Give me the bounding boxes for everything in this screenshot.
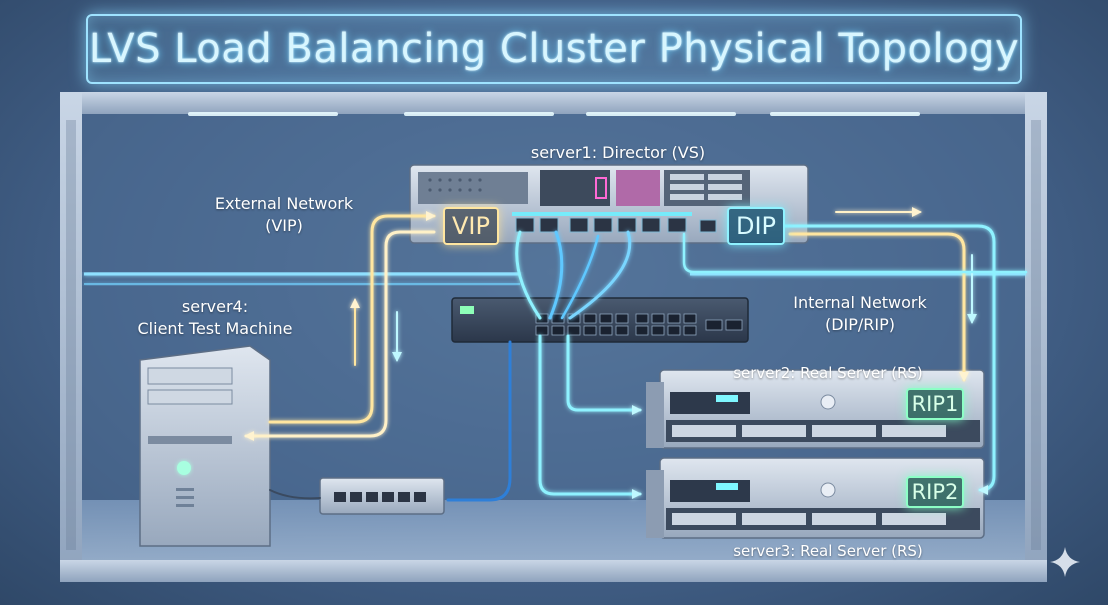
director-server — [409, 164, 809, 244]
external-network-label: External Network (VIP) — [196, 193, 372, 237]
internal-network-subtitle: (DIP/RIP) — [824, 315, 896, 334]
vip-badge: VIP — [443, 207, 499, 245]
external-network-title: External Network — [214, 194, 354, 213]
core-switch — [451, 297, 749, 343]
external-links — [244, 207, 969, 441]
diagram-title: LVS Load Balancing Cluster Physical Topo… — [88, 26, 1020, 72]
real-server-2-label: server2: Real Server (RS) — [733, 364, 923, 382]
internal-links — [515, 224, 1028, 499]
dip-badge: DIP — [727, 207, 785, 245]
lan-cables — [269, 340, 512, 502]
client-label: server4: Client Test Machine — [110, 296, 320, 340]
real-server-3 — [646, 457, 985, 539]
access-switch — [319, 477, 445, 515]
external-network-subtitle: (VIP) — [265, 216, 303, 235]
client-tower — [139, 345, 271, 547]
director-label: server1: Director (VS) — [530, 143, 706, 162]
client-label-line2: Client Test Machine — [137, 319, 293, 338]
rip2-badge: RIP2 — [906, 476, 964, 508]
real-server-3-label: server3: Real Server (RS) — [733, 542, 923, 560]
rip1-badge: RIP1 — [906, 388, 964, 420]
internal-network-title: Internal Network — [793, 293, 927, 312]
title-banner: LVS Load Balancing Cluster Physical Topo… — [86, 14, 1022, 84]
sparkle-icon — [1050, 547, 1080, 577]
real-server-2 — [646, 369, 985, 449]
internal-network-label: Internal Network (DIP/RIP) — [760, 292, 960, 336]
backplane-lines — [84, 272, 1026, 285]
client-label-line1: server4: — [181, 297, 249, 316]
